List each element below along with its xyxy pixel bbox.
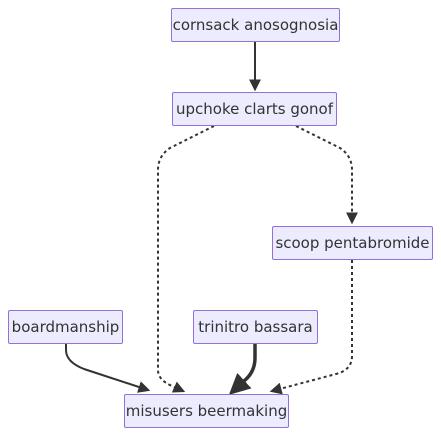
edge-upchoke-to-misusers: [157, 125, 215, 393]
node-label: upchoke clarts gonof: [175, 99, 333, 118]
node-scoop-pentabromide: scoop pentabromide: [272, 226, 433, 260]
edge-boardmanship-to-misusers: [65, 344, 151, 393]
node-misusers-beermaking: misusers beermaking: [124, 394, 289, 428]
node-cornsack-anosognosia: cornsack anosognosia: [171, 8, 340, 42]
node-label: misusers beermaking: [125, 401, 288, 420]
edge-trinitro-to-misusers: [228, 344, 257, 395]
node-label: trinitro bassara: [198, 317, 313, 336]
node-boardmanship: boardmanship: [8, 310, 123, 344]
node-label: scoop pentabromide: [275, 233, 430, 252]
node-label: cornsack anosognosia: [172, 15, 339, 34]
edge-upchoke-to-scoop: [295, 125, 358, 225]
edge-scoop-to-misusers: [269, 260, 353, 395]
node-label: boardmanship: [11, 317, 120, 336]
node-trinitro-bassara: trinitro bassara: [193, 310, 318, 344]
node-upchoke-clarts-gonof: upchoke clarts gonof: [172, 92, 337, 126]
